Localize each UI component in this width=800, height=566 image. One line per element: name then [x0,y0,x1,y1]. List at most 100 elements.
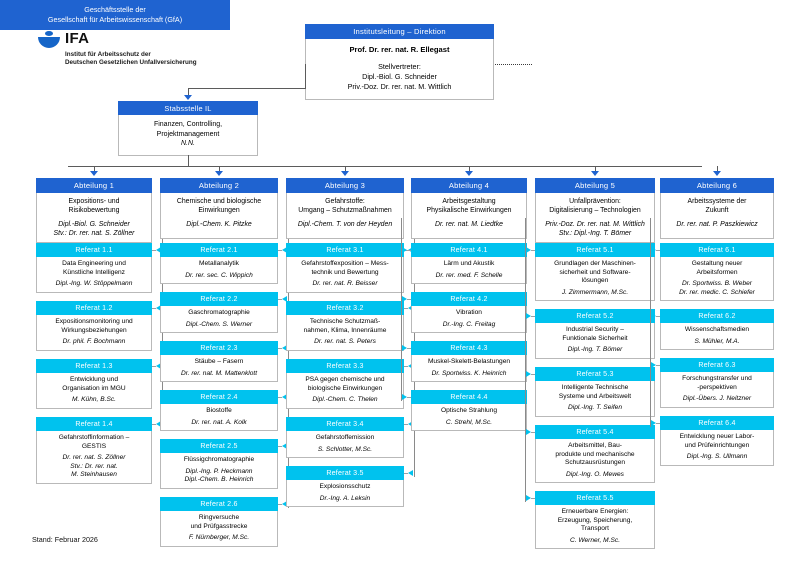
abteilung-4-lead: Dr. rer. nat. M. Liedtke [434,221,504,229]
ifa-logo: IFA Institut für Arbeitsschutz der Deuts… [38,31,228,68]
direktion-deputy-2: Priv.-Doz. Dr. rer. nat. M. Wittlich [347,82,452,92]
connector-spine-abteilung-6 [650,218,651,427]
arrow-to-abteilung-3-referat-5-icon [408,470,413,476]
abteilung-1-referat-1-line-2: Künstliche Intelligenz [63,268,125,276]
abteilung-2-desc2: Einwirkungen [198,207,240,215]
abteilung-3-referat-2-staff-1: Dr. rer. nat. S. Peters [314,338,376,345]
abteilung-2-referat-2-title: Referat 2.2 [160,292,278,306]
arrow-to-abteilung-2-referat-2-icon [282,296,287,302]
abteilung-1-lead: Dipl.-Biol. G. Schneider [58,221,130,229]
arrow-to-abteilung-4-referat-3-icon [402,345,407,351]
abteilung-1-referat-2-line-2: Wirkungsbeziehungen [61,326,127,334]
abteilung-5-referat-2-body: Industrial Security –Funktionale Sicherh… [535,323,655,359]
abteilung-5-referat-1-staff-1: J. Zimmermann, M.Sc. [561,288,629,296]
arrow-to-abteilung-2-referat-3-icon [282,345,287,351]
arrow-to-abteilung-6-referat-1-icon [651,247,656,253]
gfa-line2: Gesellschaft für Arbeitswissenschaft (Gf… [47,15,183,24]
arrow-into-abteilung-2-icon [215,171,223,176]
abteilung-5-referat-5-staff-1: C. Werner, M.Sc. [569,536,621,544]
connector-tick-abteilung-5-3 [531,374,535,375]
abteilung-1-title: Abteilung 1 [36,178,152,194]
node-institutsleitung-direktion[interactable]: Institutsleitung – Direktion Prof. Dr. r… [305,24,494,101]
connector-bus-to-abteilung-4 [469,166,470,172]
abteilung-5-referat-5-line-3: Transport [581,525,609,532]
abteilung-1-referat-3-line-1: Entwicklung und [69,376,119,383]
gfa-line1: Geschäftsstelle der [84,5,146,14]
abteilung-5-referat-2-title: Referat 5.2 [535,309,655,323]
abteilung-5-referat-1-title: Referat 5.1 [535,243,655,257]
abteilung-6-referat-4-title: Referat 6.4 [660,416,774,430]
logo-wordmark: IFA [65,30,90,47]
connector-direktion-stabsstelle-h [188,88,306,89]
abteilung-2-referat-6-line-2: und Prüfgasstrecke [190,522,248,530]
node-stabsstelle-il[interactable]: Stabsstelle IL Finanzen, Controlling, Pr… [118,101,258,156]
abteilung-3-referat-4-staff-1: S. Schlotter, M.Sc. [317,445,373,453]
abteilung-1-referat-3-line-2: Organisation im MGU [62,384,126,392]
arrow-to-abteilung-4-referat-4-icon [402,394,407,400]
logo-subtitle-line1: Institut für Arbeitsschutz der [65,51,151,58]
abteilung-6-referat-3-title: Referat 6.3 [660,358,774,372]
abteilung-5-referat-2-staff-1: Dipl.-Ing. T. Bömer [567,346,623,353]
direktion-leader: Prof. Dr. rer. nat. R. Ellegast [349,45,450,55]
abteilung-5-desc1: Unfallprävention: [569,198,621,206]
abteilung-6-referat-2-line-1: Wissenschaftsmedien [684,326,750,333]
abteilung-6-referat-3-line-1: Forschungstransfer und [682,375,752,382]
abteilung-4-referat-3-staff-1: Dr. Sportwiss. K. Heinrich [431,369,507,377]
abteilung-1-referat-4-staff-2: Stv.: Dr. rer. nat. [70,462,118,470]
abteilung-6-referat-2-staff-1: S. Mühler, M.A. [694,337,740,345]
arrow-to-abteilung-5-referat-3-icon [526,371,531,377]
arrow-to-abteilung-2-referat-5-icon [282,443,287,449]
abteilung-3-lead: Dipl.-Chem. T. von der Heyden [297,221,393,229]
abteilung-4-desc1: Arbeitsgestaltung [442,198,496,206]
abteilung-5-referat-4-line-1: Arbeitsmittel, Bau- [568,442,622,449]
abteilung-3-referat-1-title: Referat 3.1 [286,243,404,257]
abteilung-2-referat-5-line-1: Flüssigchromatographie [183,456,255,463]
abteilung-3-referat-3-staff-1: Dipl.-Chem. C. Thelen [312,396,378,403]
abteilung-4-referat-1-line-1: Lärm und Akustik [443,260,495,267]
node-gfa-geschaeftsstelle[interactable]: Geschäftsstelle der Gesellschaft für Arb… [0,0,230,30]
arrow-to-abteilung-6-referat-3-icon [651,362,656,368]
connector-tick-abteilung-2-6 [278,504,282,505]
